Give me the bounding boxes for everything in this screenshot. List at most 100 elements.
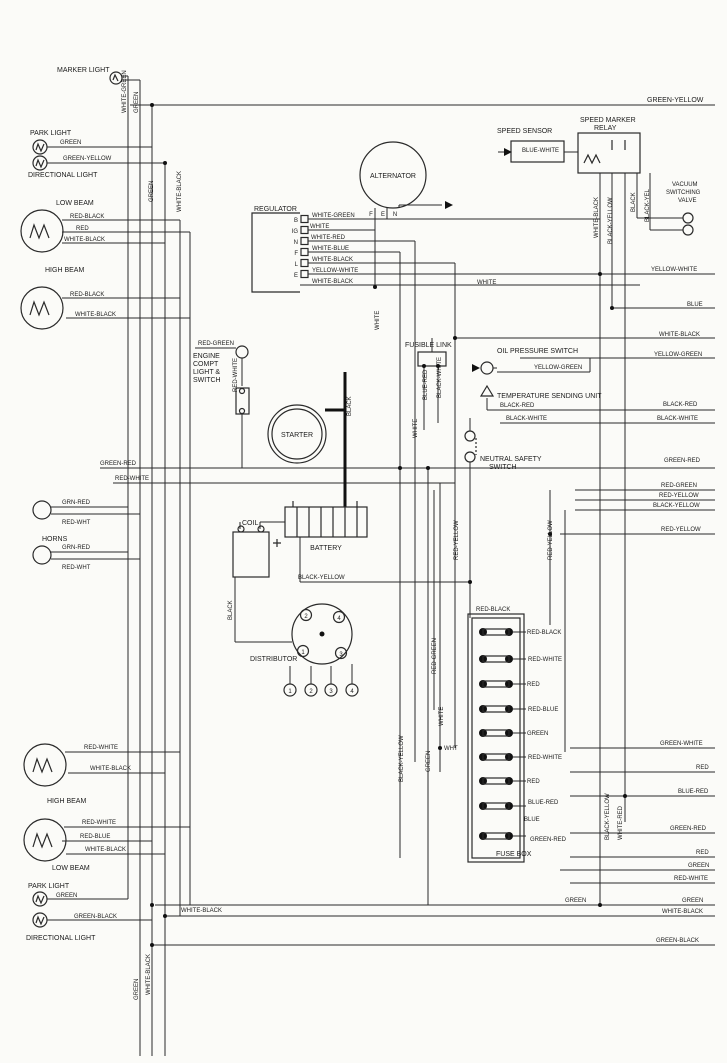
speed-marker-relay-label-2: RELAY [594,125,617,132]
wire-label-white-black: WHITE-BLACK [90,766,131,772]
wire-label-red-white: RED-WHITE [115,476,149,482]
wire-label-white-black: WHITE-BLACK [312,279,353,285]
park-light-top-symbol [32,139,48,155]
wire-label-green: GREEN [60,140,81,146]
wire-label-red-white: RED-WHITE [84,745,118,751]
alternator-terminal-n: N [393,212,397,218]
distributor-inner-4: 4 [337,616,341,622]
wire-label-blue-white: BLUE-WHITE [522,148,559,154]
wire-label-black-white: BLACK-WHITE [657,416,698,422]
temperature-sending-unit-label: TEMPERATURE SENDING UNIT [497,393,602,400]
park-light-top-label: PARK LIGHT [30,130,72,137]
regulator-terminal-n: N [294,240,298,246]
wire-label-red-blue: RED-BLUE [80,834,110,840]
vacuum-switching-valve-symbol [682,212,694,236]
wire-label-white-red: WHITE-RED [311,235,346,241]
regulator-terminal-f: F [294,251,298,257]
engine-compt-label-4: SWITCH [193,377,221,384]
wire-label-red-black: RED-BLACK [527,630,561,636]
wire-label-black: BLACK [347,396,353,416]
regulator-label: REGULATOR [254,206,297,213]
starter-symbol [267,404,327,464]
wire-label-white: WHITE [375,311,381,330]
wire-label-red-white: RED-WHITE [528,657,562,663]
wire-label-green: GREEN [426,751,432,772]
directional-light-bottom-label: DIRECTIONAL LIGHT [26,935,96,942]
wire-label-red-white: RED-WHITE [674,876,708,882]
coil-symbol [232,525,270,578]
wire-label-black-white: BLACK-WHITE [506,416,547,422]
alternator-terminal-f: F [369,212,373,218]
neutral-safety-switch-label: NEUTRAL SAFETY [480,456,542,463]
wire-label-blue-red: BLUE-RED [528,800,559,806]
wire-label-black-red: BLACK-RED [500,403,535,409]
wire-label-green: GREEN [56,893,77,899]
regulator-terminal-b: B [294,218,298,224]
oil-pressure-switch-label: OIL PRESSURE SWITCH [497,348,578,355]
vacuum-valve-label-3: VALVE [678,198,696,204]
wire-label-green-yellow: GREEN-YELLOW [647,97,704,104]
wire-label-green-red: GREEN-RED [100,461,137,467]
low-beam-top-label: LOW BEAM [56,200,94,207]
neutral-safety-switch-symbol [464,430,477,463]
wire-label-black-yellow: BLACK-YELLOW [399,735,405,782]
distributor-plug-1: 1 [288,689,292,695]
distributor-inner-3: 3 [339,652,343,658]
horns-symbol [32,500,52,565]
connector-arrows [445,148,512,372]
fuse-box-label: FUSE BOX [496,851,532,858]
wire-label-green-red: GREEN-RED [670,826,707,832]
horns-label: HORNS [42,536,68,543]
high-beam-bottom-label: HIGH BEAM [47,798,86,805]
wire-label-red-green: RED-GREEN [198,341,234,347]
wire-label-blue: BLUE [524,817,540,823]
wire-label-yellow-green: YELLOW-GREEN [654,352,702,358]
engine-compt-light-switch-symbol [235,345,250,415]
speed-marker-relay-label: SPEED MARKER [580,117,636,124]
wire-label-blue-red: BLUE-RED [678,789,709,795]
wire-label-red-wht: RED-WHT [62,565,91,571]
wire-label-green-black: GREEN-BLACK [74,914,117,920]
wire-label-green-yellow: GREEN-YELLOW [63,156,112,162]
wire-label-black-yellow: BLACK-YELLOW [608,197,614,244]
wire-label-green-red: GREEN-RED [530,837,567,843]
distributor-plug-4: 4 [350,689,354,695]
marker-light-symbol [109,71,123,85]
wire-label-green-red: GREEN-RED [664,458,701,464]
distributor-inner-1: 1 [301,650,305,656]
low-beam-top-symbol [20,209,64,253]
alternator-label: ALTERNATOR [370,173,416,180]
directional-light-top-symbol [32,155,48,171]
battery-cable [325,372,347,507]
wire-label-red-white: RED-WHITE [233,358,239,392]
temperature-sending-unit-symbol [479,384,495,397]
regulator-terminal-l: L [295,262,299,268]
high-beam-top-label: HIGH BEAM [45,267,84,274]
wire-label-wht: WHT [444,746,458,752]
wire-label-grn-red: GRN-RED [62,545,91,551]
wire-label-white-green: WHITE-GREEN [312,213,355,219]
neutral-safety-switch-label-2: SWITCH [489,464,517,471]
wire-label-black-yel: BLACK-YEL [645,188,651,222]
wire-label-white-black: WHITE-BLACK [177,171,183,212]
wire-runs [47,75,715,1056]
wire-label-white-black: WHITE-BLACK [146,954,152,995]
wire-label-red: RED [527,682,540,688]
wire-label-white-red: WHITE-RED [618,805,624,840]
low-beam-bottom-label: LOW BEAM [52,865,90,872]
wire-label-white-black: WHITE-BLACK [594,197,600,238]
oil-pressure-switch-symbol [480,361,494,375]
coil-label: COIL [242,520,258,527]
wire-label-red-white: RED-WHITE [82,820,116,826]
fusible-link-label: FUSIBLE LINK [405,342,452,349]
engine-compt-label-2: COMPT [193,361,219,368]
wire-label-red-green: RED-GREEN [661,483,697,489]
high-beam-bottom-symbol [23,743,67,787]
wire-label-white-blue: WHITE-BLUE [312,246,349,252]
speed-marker-relay-symbol [577,132,641,174]
fusible-link-symbol [417,351,447,368]
regulator-terminal-e: E [294,273,298,279]
wire-label-green-black: GREEN-BLACK [656,938,699,944]
